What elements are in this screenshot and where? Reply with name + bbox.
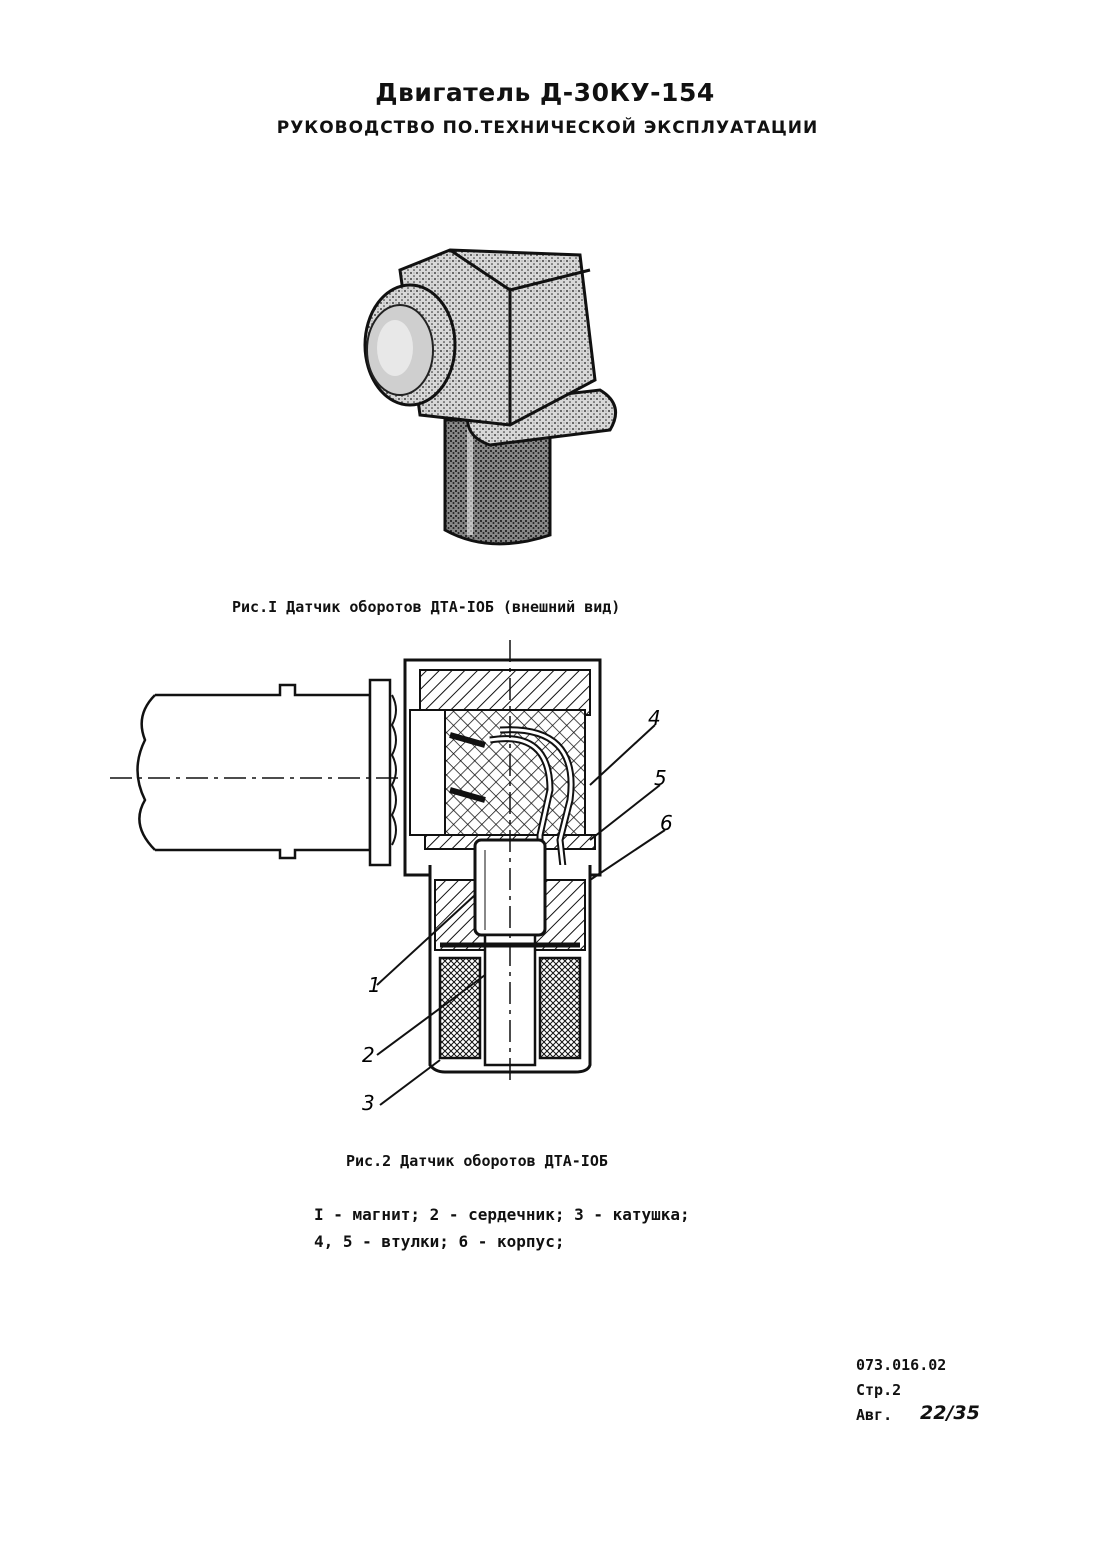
date-value: 22/35: [920, 1402, 980, 1424]
figure-1-caption: Рис.I Датчик оборотов ДТА-IOБ (внешний в…: [232, 598, 621, 616]
document-title: Двигатель Д-30КУ-154: [375, 78, 715, 107]
sensor-external-view-image: [363, 248, 618, 546]
document-subtitle: РУКОВОДСТВО ПО.ТЕХНИЧЕСКОЙ ЭКСПЛУАТАЦИИ: [276, 118, 819, 138]
callout-4: 4: [648, 706, 661, 730]
callout-2: 2: [362, 1043, 375, 1067]
legend-line: I - магнит; 2 - сердечник; 3 - катушка;: [314, 1205, 690, 1224]
document-code: 073.016.02: [856, 1356, 947, 1374]
date-label: Авг.: [856, 1406, 893, 1424]
callout-6: 6: [660, 811, 673, 835]
callout-5: 5: [654, 766, 667, 790]
legend-line: 4, 5 - втулки; 6 - корпус;: [314, 1232, 565, 1251]
page-number: Стр.2: [856, 1381, 902, 1399]
figure-2-caption: Рис.2 Датчик оборотов ДТА-IOБ: [346, 1152, 608, 1170]
sensor-cross-section-diagram: 1 2 3 4 5 6: [110, 640, 673, 1115]
callout-3: 3: [362, 1091, 375, 1115]
callout-1: 1: [368, 973, 381, 997]
